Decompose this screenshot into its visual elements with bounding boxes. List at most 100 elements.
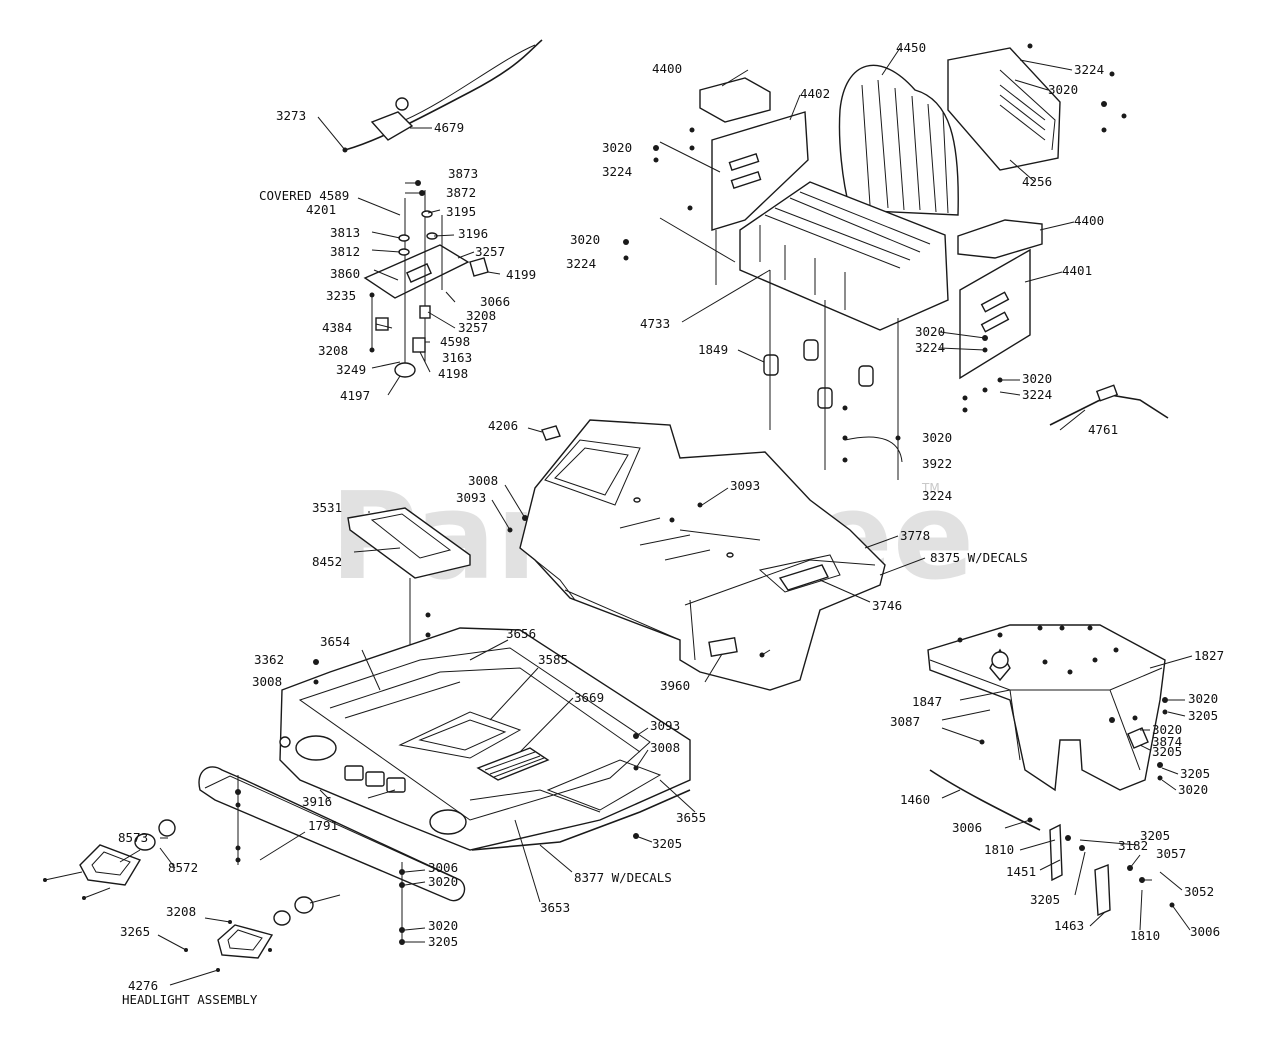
callout-3093-frame[interactable]: 3093 [650,718,680,733]
callout-3224-seat-bottom[interactable]: 3224 [922,488,952,503]
callout-3020-left[interactable]: 3020 [602,140,632,155]
callout-3653[interactable]: 3653 [540,900,570,915]
callout-3066[interactable]: 3066 [480,294,510,309]
callout-3208-lower[interactable]: 3208 [318,343,348,358]
callout-3020-top[interactable]: 3020 [1048,82,1078,97]
callout-4400[interactable]: 4400 [652,61,682,76]
callout-3813[interactable]: 3813 [330,225,360,240]
callout-4384[interactable]: 4384 [322,320,352,335]
callout-3205-hitch-lower[interactable]: 3205 [1180,766,1210,781]
callout-3006-hitch[interactable]: 3006 [952,820,982,835]
callout-3093-fender-mid[interactable]: 3093 [730,478,760,493]
callout-3265[interactable]: 3265 [120,924,150,939]
callout-4761[interactable]: 4761 [1088,422,1118,437]
callout-3205-bumper-lower[interactable]: 3205 [428,934,458,949]
callout-4733[interactable]: 4733 [640,316,670,331]
callout-1849[interactable]: 1849 [698,342,728,357]
callout-4197[interactable]: 4197 [340,388,370,403]
callout-3006-lower[interactable]: 3006 [1190,924,1220,939]
callout-3182[interactable]: 3182 [1118,838,1148,853]
callout-4201[interactable]: 4201 [306,202,336,217]
callout-3860[interactable]: 3860 [330,266,360,281]
callout-4450[interactable]: 4450 [896,40,926,55]
callout-3960[interactable]: 3960 [660,678,690,693]
callout-1460[interactable]: 1460 [900,792,930,807]
callout-3585[interactable]: 3585 [538,652,568,667]
callout-3916[interactable]: 3916 [302,794,332,809]
callout-3008-frame-right[interactable]: 3008 [650,740,680,755]
callout-4198[interactable]: 4198 [438,366,468,381]
callout-3257-lower[interactable]: 3257 [458,320,488,335]
callout-3205-hitch-bottom[interactable]: 3205 [1030,892,1060,907]
callout-3273[interactable]: 3273 [276,108,306,123]
callout-3020-bumper[interactable]: 3020 [428,874,458,889]
callout-3872[interactable]: 3872 [446,185,476,200]
callout-3163[interactable]: 3163 [442,350,472,365]
callout-3531[interactable]: 3531 [312,500,342,515]
callout-3224-top[interactable]: 3224 [1074,62,1104,77]
callout-1451[interactable]: 1451 [1006,864,1036,879]
callout-3778[interactable]: 3778 [900,528,930,543]
callout-4256[interactable]: 4256 [1022,174,1052,189]
callout-3654[interactable]: 3654 [320,634,350,649]
callout-3020-mid[interactable]: 3020 [570,232,600,247]
callout-3093-fender-left[interactable]: 3093 [456,490,486,505]
callout-3196[interactable]: 3196 [458,226,488,241]
callout-3362[interactable]: 3362 [254,652,284,667]
callout-3020-seat-bottom[interactable]: 3020 [922,430,952,445]
callout-3873[interactable]: 3873 [448,166,478,181]
callout-3235[interactable]: 3235 [326,288,356,303]
callout-1847[interactable]: 1847 [912,694,942,709]
callout-3922[interactable]: 3922 [922,456,952,471]
callout-3257[interactable]: 3257 [475,244,505,259]
callout-3874[interactable]: 3874 [1152,734,1182,749]
callout-3020-hitch-mid[interactable]: 3020 [1152,722,1182,737]
callout-4400-right[interactable]: 4400 [1074,213,1104,228]
callout-3087[interactable]: 3087 [890,714,920,729]
callout-3057[interactable]: 3057 [1156,846,1186,861]
callout-1827[interactable]: 1827 [1194,648,1224,663]
callout-3205-hitch-side[interactable]: 3205 [1140,828,1170,843]
callout-3020-bumper-lower[interactable]: 3020 [428,918,458,933]
callout-3812[interactable]: 3812 [330,244,360,259]
callout-1810-lower[interactable]: 1810 [1130,928,1160,943]
callout-3224-right[interactable]: 3224 [915,340,945,355]
callout-4401[interactable]: 4401 [1062,263,1092,278]
callout-4206[interactable]: 4206 [488,418,518,433]
callout-4679[interactable]: 4679 [434,120,464,135]
callout-3224-mid[interactable]: 3224 [566,256,596,271]
callout-3052[interactable]: 3052 [1184,884,1214,899]
callout-3020-hitch[interactable]: 3020 [1188,691,1218,706]
callout-3656[interactable]: 3656 [506,626,536,641]
callout-3205-frame[interactable]: 3205 [652,836,682,851]
callout-1463[interactable]: 1463 [1054,918,1084,933]
callout-8377-decals[interactable]: 8377 W/DECALS [574,870,672,885]
callout-8452[interactable]: 8452 [312,554,342,569]
callout-3008-fender[interactable]: 3008 [468,473,498,488]
callout-3020-hitch-lower[interactable]: 3020 [1178,782,1208,797]
callout-3020-armrest[interactable]: 3020 [1022,371,1052,386]
callout-4598[interactable]: 4598 [440,334,470,349]
callout-4402[interactable]: 4402 [800,86,830,101]
callout-8573[interactable]: 8573 [118,830,148,845]
callout-covered-4589[interactable]: COVERED 4589 [259,188,349,203]
callout-3208[interactable]: 3208 [466,308,496,323]
callout-3224-armrest[interactable]: 3224 [1022,387,1052,402]
callout-1810[interactable]: 1810 [984,842,1014,857]
callout-3205-hitch[interactable]: 3205 [1188,708,1218,723]
callout-3008-frame[interactable]: 3008 [252,674,282,689]
callout-4276[interactable]: 4276 [128,978,158,993]
callout-1791[interactable]: 1791 [308,818,338,833]
callout-3669[interactable]: 3669 [574,690,604,705]
callout-3224-left[interactable]: 3224 [602,164,632,179]
callout-3208-headlight[interactable]: 3208 [166,904,196,919]
callout-3195[interactable]: 3195 [446,204,476,219]
callout-3006-bumper[interactable]: 3006 [428,860,458,875]
callout-3205-hitch-mid[interactable]: 3205 [1152,744,1182,759]
callout-4199[interactable]: 4199 [506,267,536,282]
callout-8375-decals[interactable]: 8375 W/DECALS [930,550,1028,565]
callout-3655[interactable]: 3655 [676,810,706,825]
callout-8572[interactable]: 8572 [168,860,198,875]
callout-3249[interactable]: 3249 [336,362,366,377]
callout-3746[interactable]: 3746 [872,598,902,613]
